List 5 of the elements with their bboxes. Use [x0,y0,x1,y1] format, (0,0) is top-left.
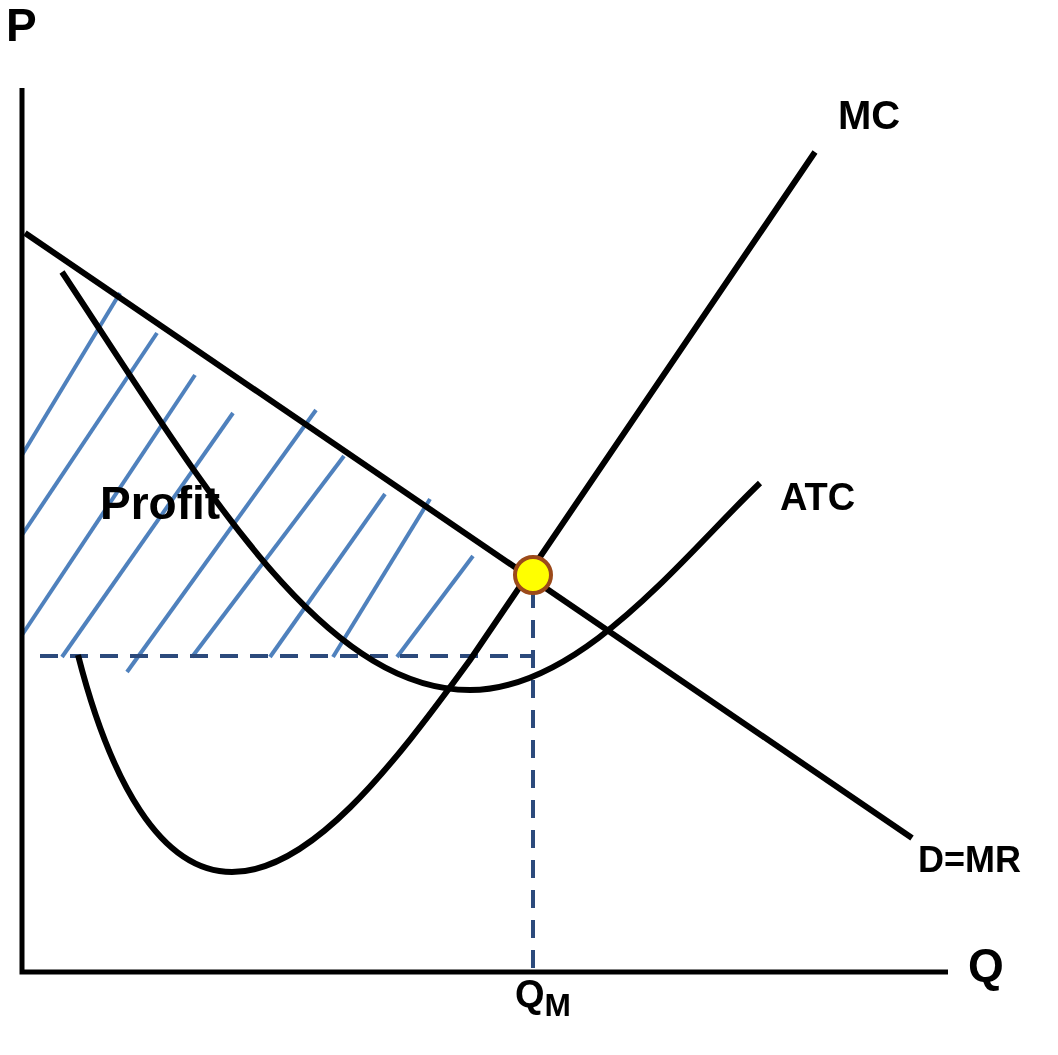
curve-label: D=MR [918,842,1021,878]
curve-label: ATC [780,478,856,516]
curve-label: MC [838,95,901,135]
axis-label: P [6,2,37,48]
axis-label: Q$_{M}$ [515,975,571,1022]
